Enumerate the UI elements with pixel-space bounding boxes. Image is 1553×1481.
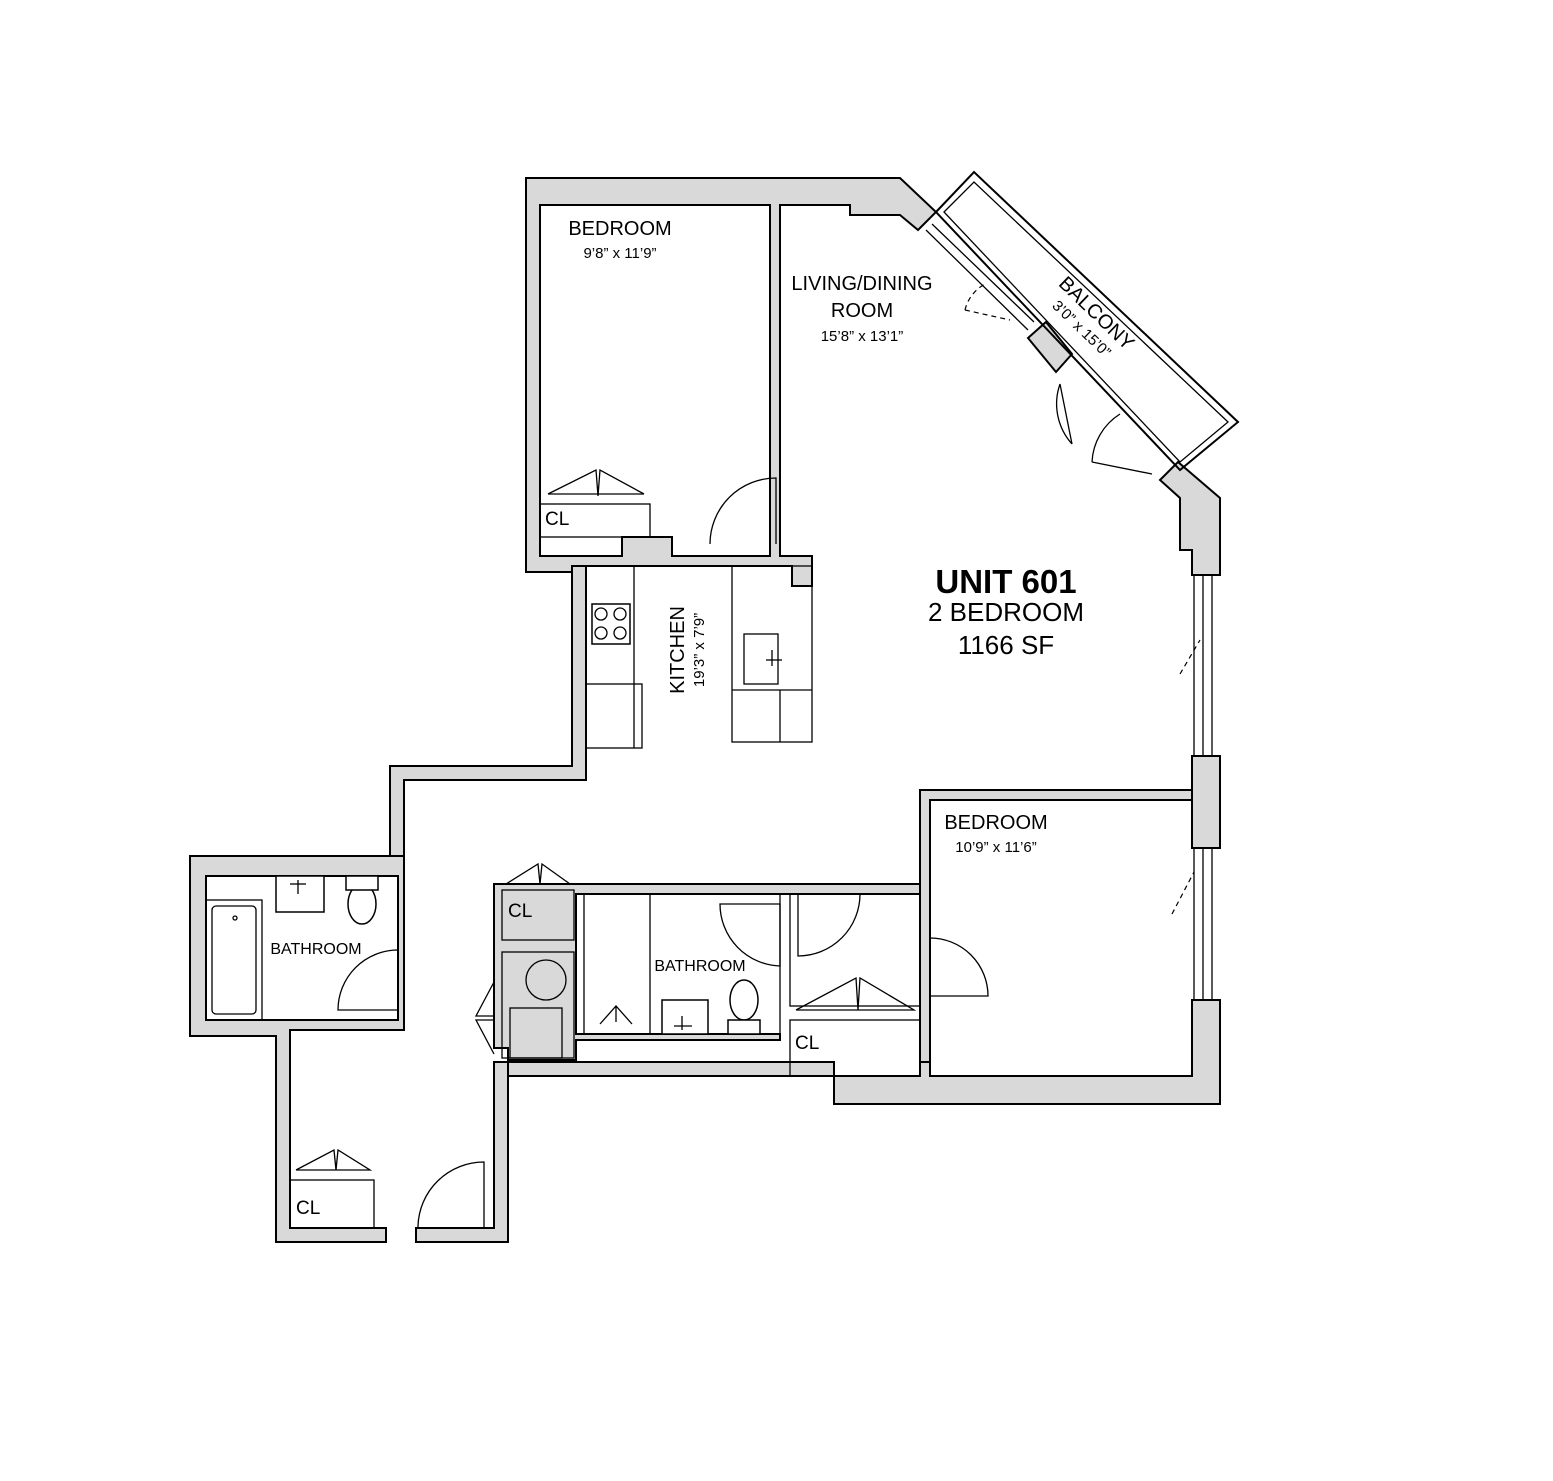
bifold-door-icon[interactable]: [547, 468, 645, 497]
window-swing: [964, 283, 1011, 321]
east-windows: [1171, 574, 1213, 1001]
bedroom-2-name: BEDROOM: [944, 812, 1047, 834]
bathroom-1: [205, 875, 399, 1021]
sink-icon: [661, 999, 709, 1035]
living-name-line1: LIVING/DINING: [791, 273, 932, 295]
bedroom-1-name: BEDROOM: [568, 218, 671, 240]
living-dims: 15’8” x 13’1”: [821, 328, 904, 345]
closet-label: CL: [508, 901, 532, 922]
kitchen-dims: 19’3” x 7’9”: [691, 613, 708, 687]
toilet-icon: [729, 979, 759, 1021]
walls: [189, 177, 1221, 1243]
balcony-door-1[interactable]: [1055, 383, 1073, 445]
balcony-door-2[interactable]: [1091, 413, 1153, 475]
bifold-door-icon[interactable]: [505, 862, 571, 885]
entry-wall: [415, 1061, 509, 1243]
bifold-door-icon[interactable]: [795, 976, 917, 1011]
entry: [289, 1148, 494, 1243]
unit-type: 2 BEDROOM: [928, 597, 1084, 627]
closet-label: CL: [545, 509, 569, 530]
window-swing: [1171, 871, 1195, 915]
living-name-line2: ROOM: [831, 300, 893, 322]
vestibule-door[interactable]: [797, 893, 861, 957]
balcony-rail: [943, 181, 1229, 463]
closet-label: CL: [795, 1033, 819, 1054]
west-wall: [389, 565, 587, 857]
balcony-outline: [934, 170, 1240, 472]
bedroom-2: [789, 893, 989, 1077]
bathtub-icon: [205, 899, 263, 1021]
east-wall: [1158, 460, 1221, 576]
bedroom-2-dims: 10’9” x 11’6”: [955, 839, 1036, 856]
bathroom-1-name: BATHROOM: [270, 941, 361, 958]
bedroom-1-closet: [539, 468, 777, 545]
closet-box: [539, 503, 651, 538]
dryer-icon: [509, 1007, 563, 1059]
kitchen-label: KITCHEN 19’3” x 7’9”: [667, 606, 708, 694]
entry-door[interactable]: [417, 1161, 485, 1228]
unit-area: 1166 SF: [958, 630, 1054, 660]
closet-box: [501, 889, 575, 941]
kitchen: [585, 565, 813, 749]
bathroom-2-door[interactable]: [719, 903, 781, 967]
balcony: [925, 170, 1240, 475]
washer-icon: [525, 959, 567, 1001]
hall-vestibule: [789, 893, 921, 1007]
shower-icon: [599, 1005, 633, 1025]
closet-box: [789, 1019, 921, 1077]
bedroom-2-door[interactable]: [929, 937, 989, 997]
kitchen-counter: [731, 565, 813, 743]
unit-title: UNIT 601: [935, 563, 1076, 600]
sink-icon: [743, 633, 779, 685]
window-swing: [1179, 639, 1201, 675]
closet-box: [289, 1179, 375, 1229]
bifold-door-icon[interactable]: [474, 981, 495, 1055]
bifold-door-icon[interactable]: [295, 1148, 373, 1171]
bedroom-1-door[interactable]: [709, 477, 777, 545]
bathroom-1-door[interactable]: [337, 949, 399, 1011]
balcony-jamb: [1026, 320, 1074, 374]
bathroom-2: [583, 893, 781, 1035]
bedroom-2-south-wall: [833, 999, 1221, 1105]
hall-closets: [474, 862, 575, 1059]
balcony-window-line: [931, 223, 1035, 323]
south-wall: [507, 1061, 835, 1077]
refrigerator: [585, 683, 643, 749]
balcony-window-line: [925, 229, 1029, 331]
bathroom-2-name: BATHROOM: [654, 958, 745, 975]
east-wall-mid: [1191, 755, 1221, 849]
bedroom-1-dims: 9’8” x 11’9”: [583, 245, 656, 262]
kitchen-name: KITCHEN: [667, 606, 689, 694]
sink-icon: [275, 875, 325, 913]
closet-label: CL: [296, 1198, 320, 1219]
